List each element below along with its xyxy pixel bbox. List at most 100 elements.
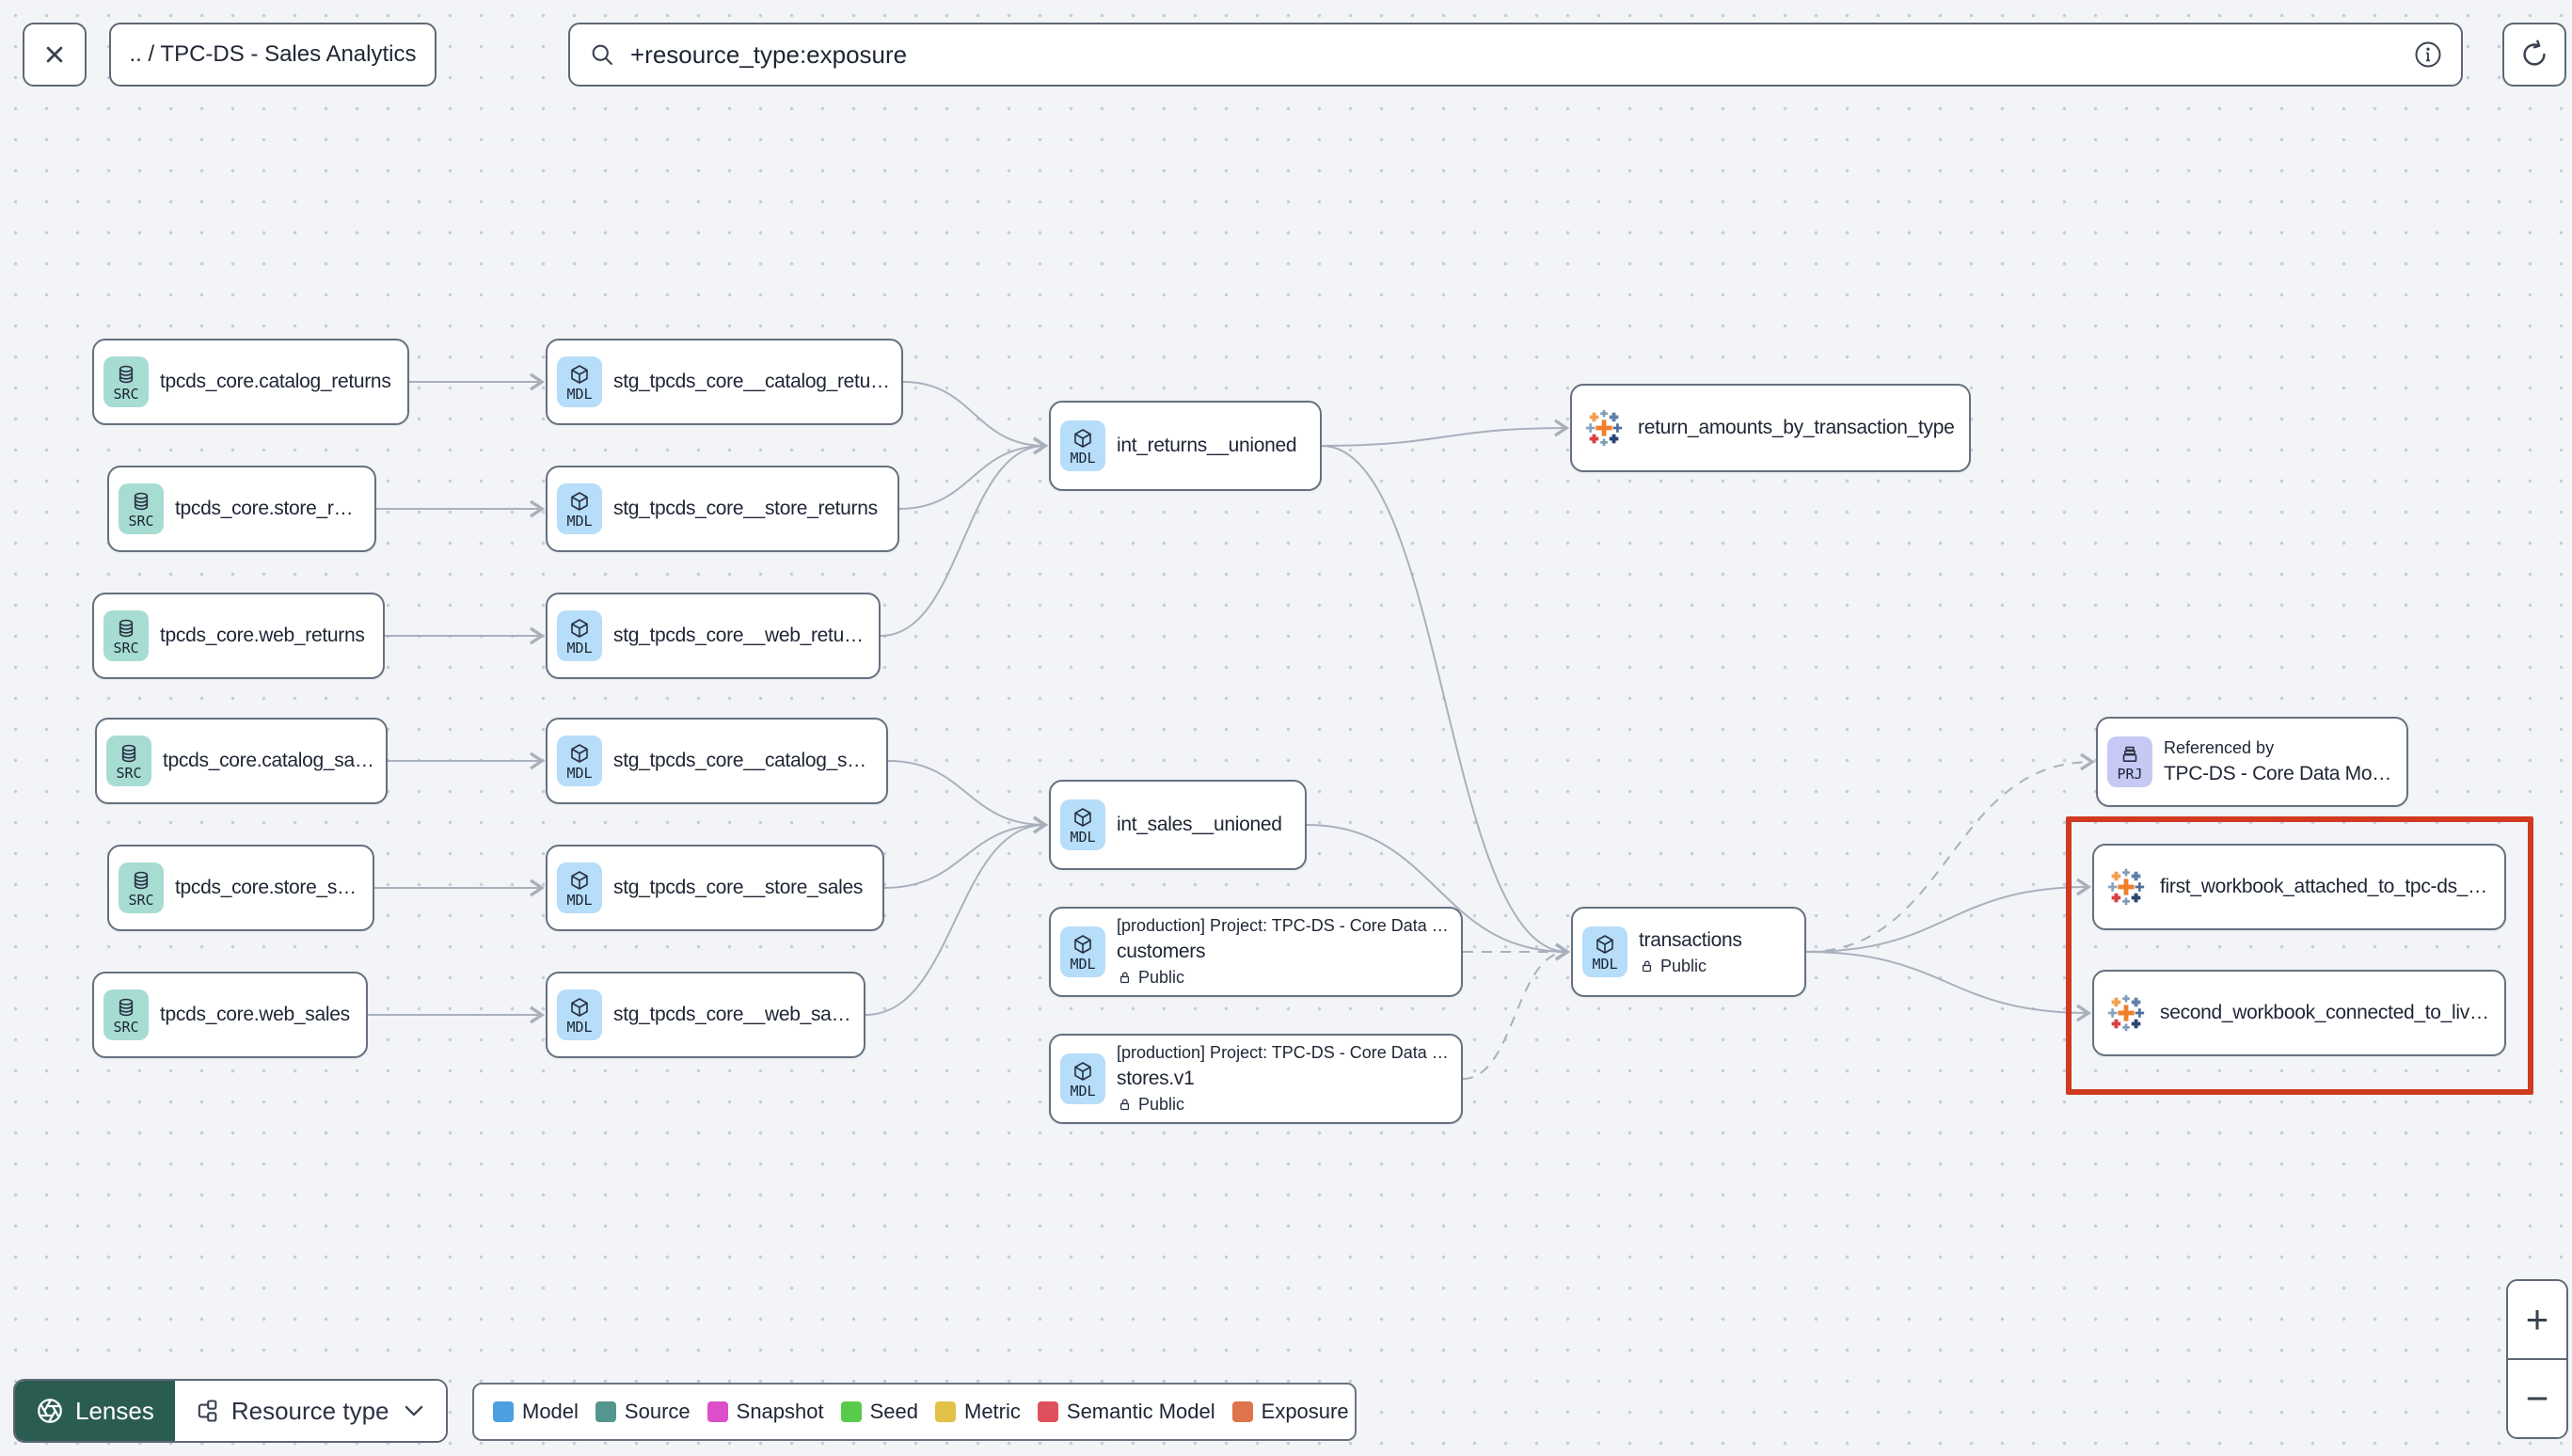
- edge-stg-web-sales-to-int-sales-unioned: [865, 815, 1049, 1016]
- node-access: Public: [1117, 1093, 1450, 1116]
- node-text: tpcds_core.web_returns: [160, 622, 365, 650]
- node-text: tpcds_core.store_sales: [175, 874, 361, 902]
- edge-stg-store-returns-to-int-returns-unioned: [898, 436, 1049, 510]
- legend-item-semantic-model: Semantic Model: [1037, 1400, 1215, 1424]
- badge-label: MDL: [566, 385, 593, 403]
- badge-label: SRC: [113, 385, 139, 403]
- node-text: stg_tpcds_core__catalog_sales: [613, 747, 875, 775]
- resource-type-dropdown[interactable]: Resource type: [174, 1381, 446, 1441]
- badge-label: SRC: [128, 891, 154, 909]
- node-title: return_amounts_by_transaction_type: [1638, 417, 1955, 438]
- node-title: tpcds_core.catalog_returns: [160, 371, 391, 392]
- node-title: stg_tpcds_core__web_sales: [613, 1004, 852, 1025]
- node-text: stg_tpcds_core__catalog_returns: [613, 368, 890, 396]
- node-text: tpcds_core.catalog_returns: [160, 368, 391, 396]
- node-access: Public: [1639, 955, 1742, 978]
- edge-stores-v1-to-transactions: [1462, 942, 1571, 1080]
- node-text: tpcds_core.catalog_sales: [163, 747, 374, 775]
- node-stores-v1[interactable]: MDL [production] Project: TPC-DS - Core D…: [1049, 1034, 1463, 1124]
- node-return-amounts-by-transaction-type[interactable]: return_amounts_by_transaction_type: [1570, 384, 1971, 472]
- node-src-store-sales[interactable]: SRC tpcds_core.store_sales: [107, 845, 374, 931]
- legend-color-chip: [840, 1401, 862, 1422]
- breadcrumb[interactable]: .. / TPC-DS - Sales Analytics: [109, 23, 437, 87]
- search-input[interactable]: [628, 39, 2401, 71]
- badge-label: MDL: [566, 891, 593, 909]
- node-src-catalog-returns[interactable]: SRC tpcds_core.catalog_returns: [92, 339, 409, 425]
- node-title: first_workbook_attached_to_tpc-ds_-_…: [2160, 876, 2493, 897]
- node-title: stg_tpcds_core__catalog_returns: [613, 371, 890, 392]
- legend-color-chip: [935, 1401, 956, 1422]
- badge-label: SRC: [113, 639, 139, 657]
- badge-label: MDL: [566, 764, 593, 782]
- zoom-in-button[interactable]: +: [2508, 1281, 2566, 1358]
- badge-label: MDL: [1592, 955, 1618, 973]
- refresh-icon: [2518, 39, 2550, 71]
- node-src-catalog-sales[interactable]: SRC tpcds_core.catalog_sales: [95, 718, 388, 804]
- node-supertext: Referenced by: [2164, 737, 2275, 757]
- node-customers[interactable]: MDL[production] Project: TPC-DS - Core D…: [1049, 907, 1463, 997]
- lock-open-icon: [1639, 958, 1655, 974]
- node-second-workbook[interactable]: second_workbook_connected_to_live…: [2092, 970, 2506, 1056]
- legend-item-model: Model: [493, 1400, 579, 1424]
- badge-label: MDL: [1070, 828, 1096, 846]
- refresh-button[interactable]: [2502, 23, 2566, 87]
- database-icon: SRC: [106, 736, 151, 786]
- legend-item-seed: Seed: [840, 1400, 918, 1424]
- node-title: stg_tpcds_core__catalog_sales: [613, 750, 875, 771]
- edge-stg-catalog-returns-to-int-returns-unioned: [902, 381, 1049, 455]
- cube-icon: MDL: [557, 736, 602, 786]
- edge-stg-store-sales-to-int-sales-unioned: [883, 815, 1049, 889]
- close-icon: [40, 40, 69, 69]
- lock-open-icon: [1117, 970, 1133, 986]
- badge-label: SRC: [113, 1018, 139, 1036]
- badge-label: MDL: [1070, 1082, 1096, 1100]
- node-title: stg_tpcds_core__store_returns: [613, 498, 878, 519]
- cube-icon: MDL: [1582, 926, 1627, 977]
- node-stg-catalog-returns[interactable]: MDL stg_tpcds_core__catalog_returns: [546, 339, 903, 425]
- node-first-workbook[interactable]: first_workbook_attached_to_tpc-ds_-_…: [2092, 844, 2506, 930]
- database-icon: SRC: [119, 863, 164, 913]
- cube-icon: MDL: [1060, 799, 1105, 850]
- edge-int-returns-unioned-to-return-amounts-by-transaction-type: [1321, 419, 1570, 447]
- node-src-web-sales[interactable]: SRC tpcds_core.web_sales: [92, 972, 368, 1058]
- lenses-button[interactable]: Lenses: [15, 1381, 175, 1441]
- node-title: int_sales__unioned: [1117, 814, 1282, 835]
- info-icon[interactable]: [2414, 40, 2442, 69]
- legend-label: Exposure: [1261, 1400, 1349, 1423]
- legend-item-exposure: Exposure: [1231, 1400, 1349, 1424]
- node-stg-catalog-sales[interactable]: MDL stg_tpcds_core__catalog_sales: [546, 718, 888, 804]
- node-supertext: [production] Project: TPC-DS - Core Data…: [1117, 916, 1450, 935]
- node-title: int_returns__unioned: [1117, 435, 1297, 456]
- node-title: tpcds_core.catalog_sales: [163, 750, 374, 771]
- zoom-out-button[interactable]: −: [2508, 1358, 2566, 1437]
- node-int-returns-unioned[interactable]: MDL int_returns__unioned: [1049, 401, 1322, 491]
- legend-color-chip: [595, 1401, 616, 1422]
- search-bar[interactable]: [568, 23, 2463, 87]
- node-title: transactions: [1639, 928, 1742, 951]
- node-title: tpcds_core.web_returns: [160, 625, 365, 646]
- node-text: stg_tpcds_core__web_sales: [613, 1001, 852, 1029]
- node-int-sales-unioned[interactable]: MDL int_sales__unioned: [1049, 780, 1307, 870]
- badge-label: MDL: [1070, 449, 1096, 467]
- close-button[interactable]: [23, 23, 87, 87]
- badge-label: SRC: [128, 512, 154, 530]
- node-text: tpcds_core.web_sales: [160, 1001, 350, 1029]
- edge-transactions-to-first-workbook: [1805, 878, 2092, 953]
- lenses-bar: Lenses Resource type: [13, 1379, 448, 1443]
- node-text: second_workbook_connected_to_live…: [2160, 999, 2493, 1027]
- node-src-web-returns[interactable]: SRC tpcds_core.web_returns: [92, 593, 385, 679]
- legend-item-snapshot: Snapshot: [707, 1400, 824, 1424]
- legend-label: Snapshot: [736, 1400, 824, 1423]
- chevron-down-icon: [401, 1398, 427, 1424]
- database-icon: SRC: [103, 989, 149, 1040]
- node-text: [production] Project: TPC-DS - Core Data…: [1117, 1041, 1450, 1116]
- node-text: stg_tpcds_core__web_returns: [613, 622, 867, 650]
